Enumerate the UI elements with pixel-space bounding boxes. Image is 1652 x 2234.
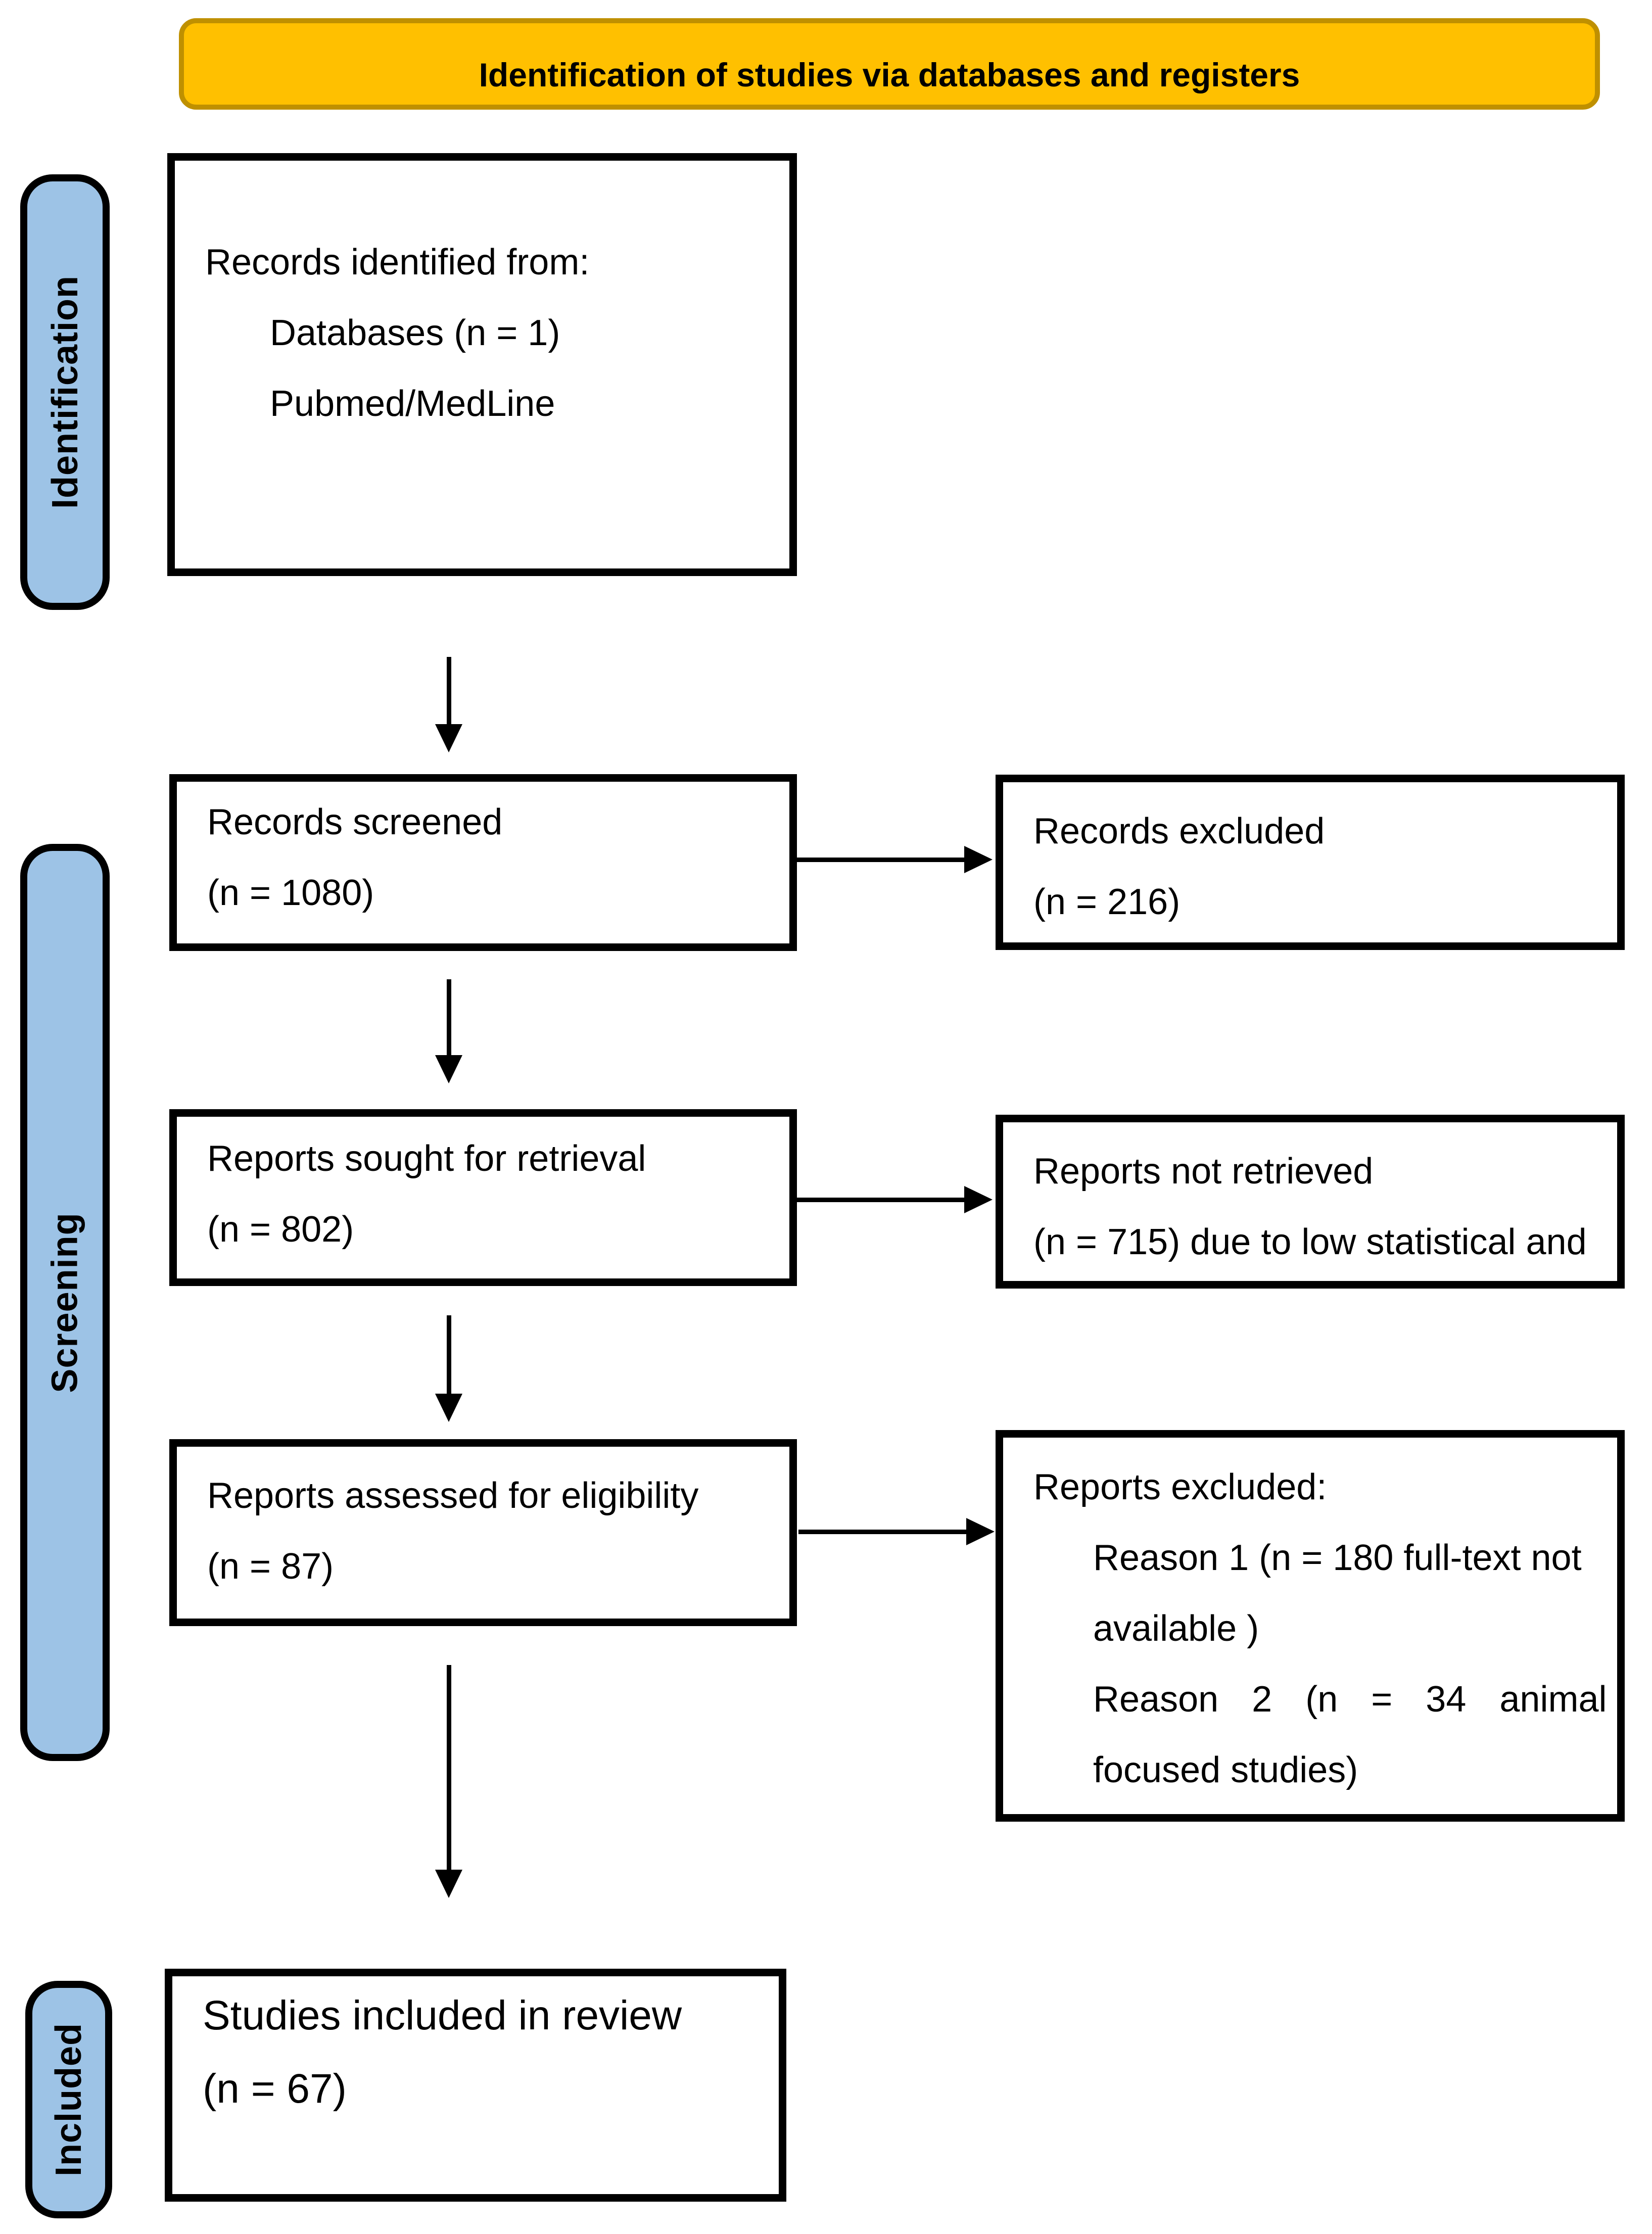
text-line: Reports sought for retrieval [207,1138,646,1179]
box-reports-not-retrieved: Reports not retrieved (n = 715) due to l… [996,1115,1625,1289]
arrow-line [447,979,451,1055]
box-reports-sought: Reports sought for retrieval (n = 802) [169,1109,797,1286]
box-records-screened: Records screened (n = 1080) [169,774,797,951]
text-line: (n = 216) [1033,882,1181,922]
arrow-head-down-icon [435,1394,462,1422]
arrow-head-right-icon [964,1186,993,1213]
banner: Identification of studies via databases … [179,18,1600,110]
box-records-identified: Records identified from: Databases (n = … [167,153,797,576]
text-line: Records screened [207,802,503,842]
arrow-line [447,1315,451,1394]
arrow-head-down-icon [435,724,462,752]
text-line: Pubmed/MedLine [270,384,555,424]
arrow-line [797,858,964,862]
text-line: (n = 802) [207,1209,354,1250]
text-line: Reports not retrieved [1033,1151,1374,1192]
box-reports-assessed: Reports assessed for eligibility (n = 87… [169,1439,797,1626]
banner-title: Identification of studies via databases … [479,56,1300,93]
text-line: (n = 87) [207,1546,334,1587]
box-records-excluded: Records excluded (n = 216) [996,775,1625,950]
sidebar-included: Included [25,1981,112,2218]
box-reports-excluded: Reports excluded: Reason 1 (n = 180 full… [996,1430,1625,1822]
arrow-head-right-icon [966,1518,995,1545]
text-line: Reports assessed for eligibility [207,1476,699,1516]
arrow-line [798,1530,966,1534]
text-line: Studies included in review [203,1992,682,2038]
arrow-head-down-icon [435,1055,462,1083]
arrow-head-right-icon [964,846,993,873]
text-line: Records identified from: [205,242,590,282]
arrow-line [797,1198,964,1202]
text-line: Reason 1 (n = 180 full-text not [1093,1538,1582,1578]
text-line: (n = 1080) [207,873,374,913]
text-line: available ) [1093,1608,1259,1649]
arrow-line [447,657,451,724]
sidebar-screening: Screening [20,844,110,1761]
arrow-head-down-icon [435,1870,462,1898]
text-line: Databases (n = 1) [270,313,560,353]
sidebar-included-label: Included [49,2022,89,2177]
text-line: Reason 2 (n = 34 animal [1093,1679,1607,1720]
text-line: (n = 67) [203,2066,347,2112]
text-line: (n = 715) due to low statistical and [1033,1222,1587,1262]
text-line: Reports excluded: [1033,1467,1327,1507]
box-studies-included: Studies included in review (n = 67) [165,1969,786,2202]
text-line: Records excluded [1033,811,1325,851]
sidebar-identification-label: Identification [44,275,85,509]
text-line: focused studies) [1093,1750,1358,1790]
sidebar-identification: Identification [20,174,110,610]
sidebar-screening-label: Screening [44,1212,85,1393]
arrow-line [447,1665,451,1870]
